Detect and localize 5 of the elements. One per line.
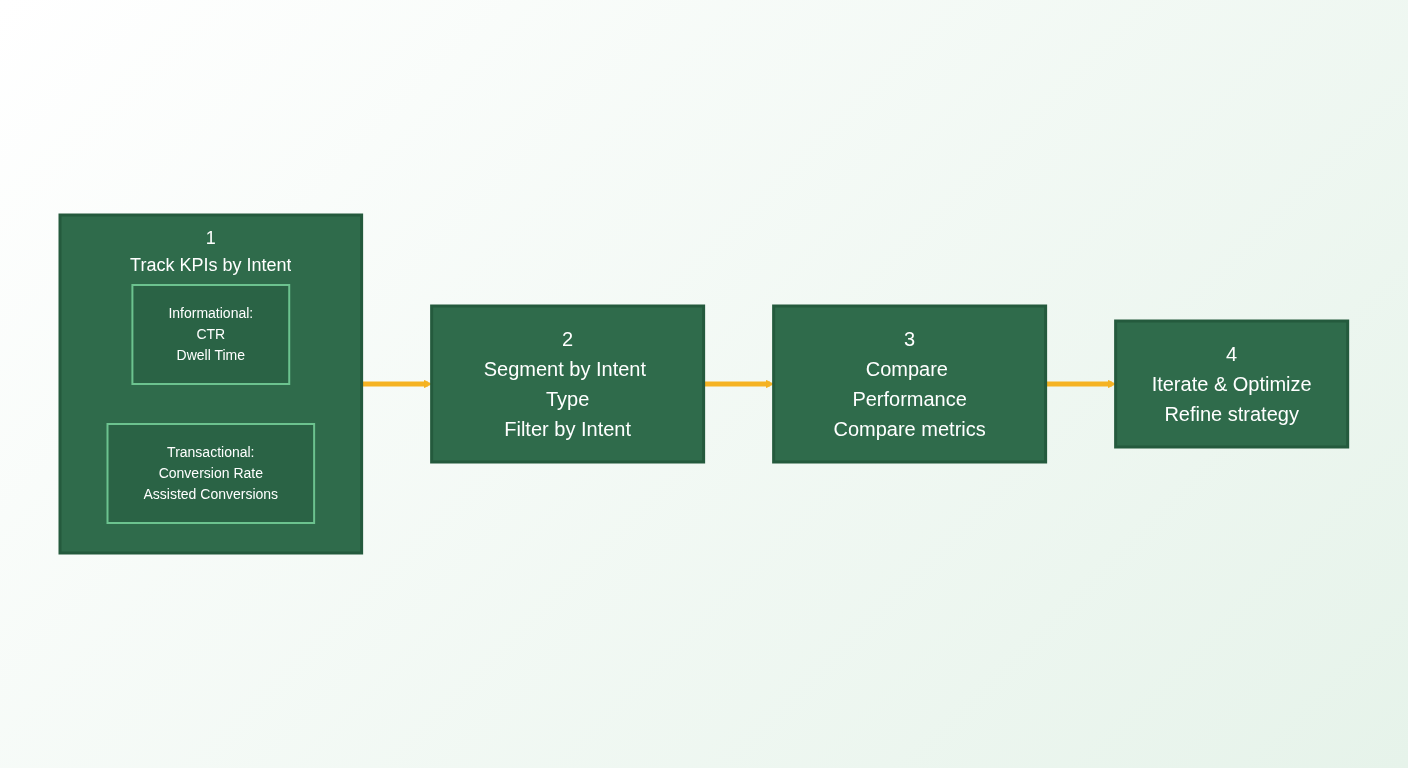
node-box: 4 Iterate & Optimize Refine strategy	[1114, 319, 1350, 449]
node-box: Transactional: Conversion Rate Assisted Conversions	[106, 423, 316, 524]
node-box: 3 Compare Performance Compare metrics	[772, 304, 1048, 464]
node-box: 2 Segment by Intent Type Filter by Intent	[430, 304, 706, 464]
node-box: Informational: CTR Dwell Time	[131, 284, 291, 385]
